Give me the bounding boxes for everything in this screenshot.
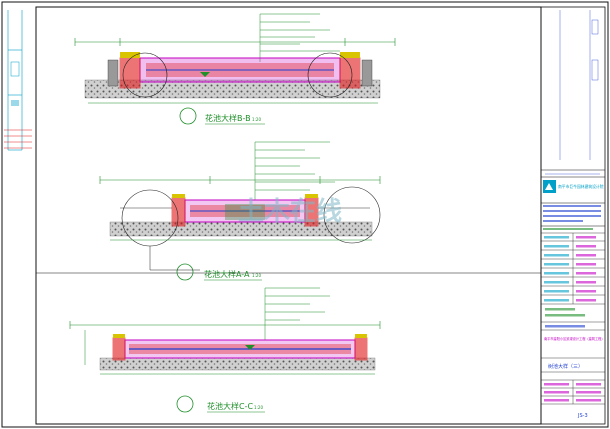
section-title-1: 花池大样B-B 1:20 [205, 113, 265, 125]
section-3-scale: 1:20 [254, 405, 263, 410]
title-block: 南平市巨今园林建筑设计院 南平市建阳小区景观设计工程（建筑工程） 树池大样（三） [540, 6, 606, 425]
section-2-title: 花池大样A-A [204, 269, 250, 279]
section-3-title: 花池大样C-C [207, 401, 253, 411]
section-3-drawing [69, 287, 381, 413]
binding-strip [4, 10, 32, 151]
section-title-2: 花池大样A-A 1:20 [204, 269, 262, 281]
section-title-3: 花池大样C-C 1:20 [207, 401, 265, 413]
project-name: 南平市建阳小区景观设计工程（建筑工程） [544, 336, 605, 341]
section-1-drawing [74, 13, 396, 125]
company-name: 南平市巨今园林建筑设计院 [558, 184, 604, 189]
section-2-drawing [99, 141, 381, 281]
drawing-title: 树池大样（三） [548, 363, 583, 370]
watermark: 土木在线 [238, 197, 342, 227]
section-1-scale: 1:20 [252, 117, 261, 122]
sheet-number: JS-3 [577, 413, 588, 419]
section-2-scale: 1:20 [252, 273, 261, 278]
section-1-title: 花池大样B-B [205, 113, 251, 123]
